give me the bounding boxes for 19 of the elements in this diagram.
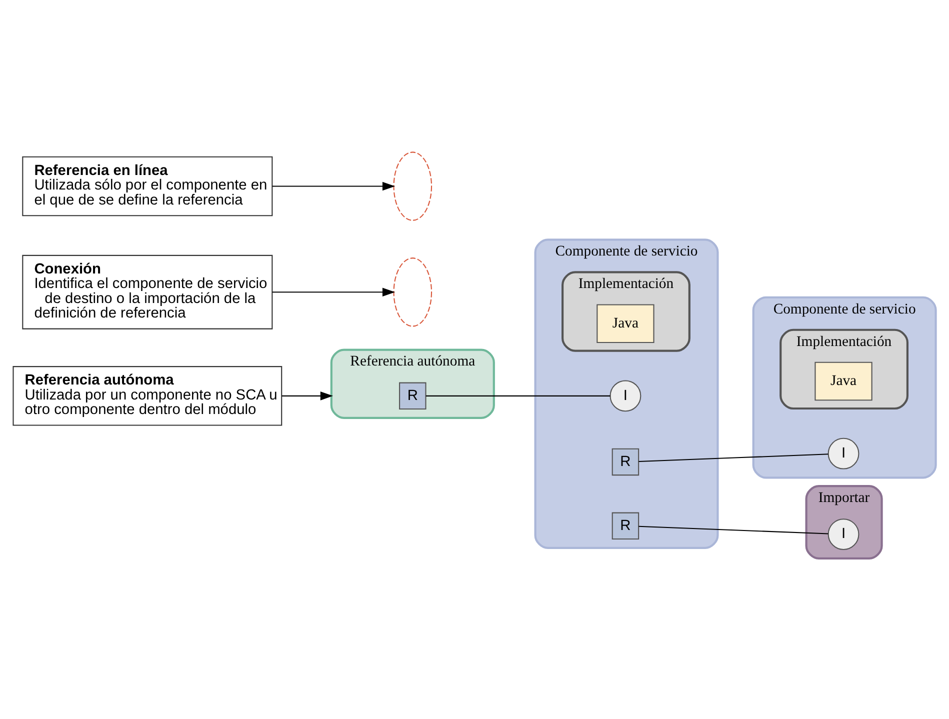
- node-box: Referencia autónoma Utilizada por un componente no SCA u otro componente dentro del módulo: [12, 366, 282, 426]
- connector: [638, 526, 828, 534]
- node-circle: I: [828, 518, 860, 550]
- arrow: [272, 288, 396, 297]
- node-box: Referencia en línea Utilizada sólo por el componente en el que de se define la referencia: [22, 156, 273, 216]
- connector: [426, 395, 610, 396]
- node-ellipse: [393, 258, 432, 327]
- node-circle: I: [828, 438, 860, 470]
- node-circle: I: [610, 380, 642, 412]
- node-ellipse: [393, 152, 432, 221]
- connector: [638, 454, 828, 462]
- node-box: Java: [814, 362, 872, 401]
- node-box: R: [399, 382, 426, 410]
- node-box: Conexión Identifica el componente de servicio de destino o la importación de la definición de referencia: [22, 254, 273, 330]
- arrow: [282, 392, 333, 400]
- node-box: R: [612, 512, 640, 540]
- node-box: R: [612, 448, 640, 476]
- arrow: [272, 182, 396, 191]
- node-box: Java: [596, 304, 654, 343]
